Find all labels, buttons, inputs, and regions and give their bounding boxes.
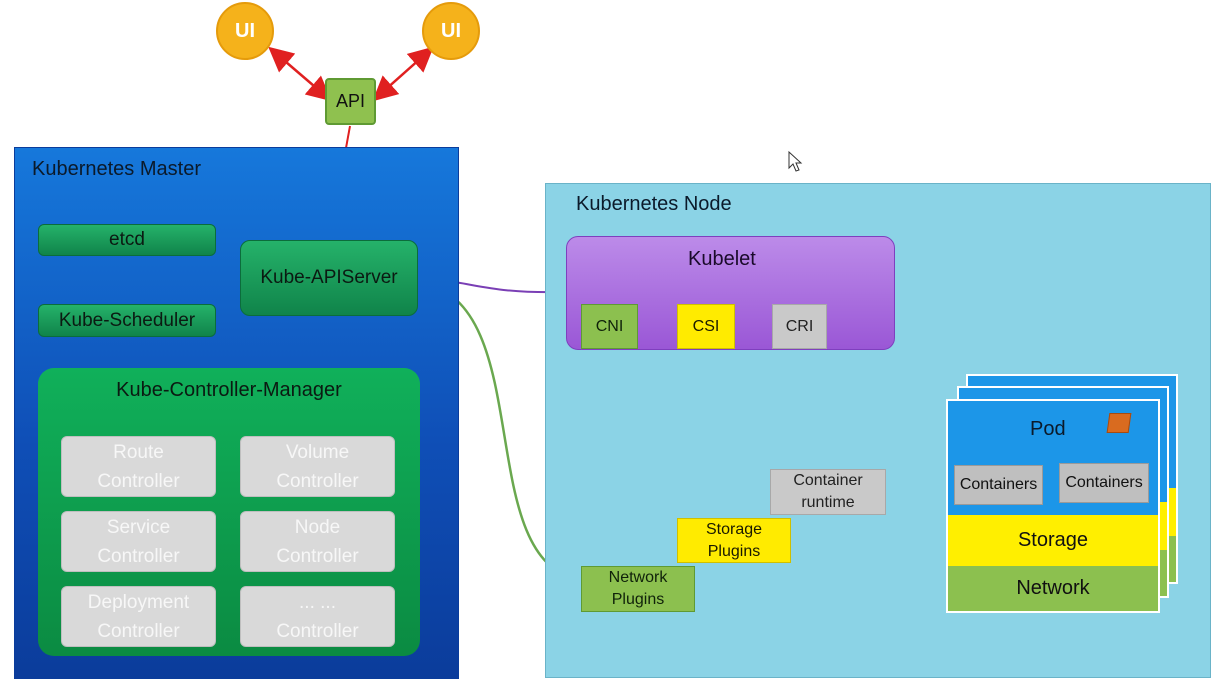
ui-node-right: UI: [422, 2, 480, 60]
containers-box-1: Containers: [954, 465, 1043, 505]
other-controller: ... ... Controller: [240, 586, 395, 647]
master-title: Kubernetes Master: [32, 158, 201, 180]
arrow-ui-left-api: [268, 46, 332, 102]
pod-label: Pod: [1030, 418, 1066, 440]
kube-apiserver-label: Kube-APIServer: [260, 267, 398, 288]
ui-right-label: UI: [441, 19, 461, 42]
ui-left-label: UI: [235, 19, 255, 42]
kube-apiserver-box: Kube-APIServer: [240, 240, 418, 316]
pod-network-layer: Network: [948, 566, 1158, 611]
csi-box: CSI: [677, 304, 735, 349]
node-controller: Node Controller: [240, 511, 395, 572]
api-label: API: [335, 91, 365, 111]
container-runtime-box: Container runtime: [770, 469, 886, 515]
arrow-ui-right-api: [372, 46, 434, 102]
volume-controller: Volume Controller: [240, 436, 395, 497]
etcd-box: etcd: [38, 224, 216, 256]
service-controller: Service Controller: [61, 511, 216, 572]
kcm-title: Kube-Controller-Manager: [116, 378, 342, 401]
cursor-icon: [788, 150, 803, 172]
kubelet-label: Kubelet: [688, 248, 756, 270]
kube-scheduler-box: Kube-Scheduler: [38, 304, 216, 337]
containers-box-2: Containers: [1059, 463, 1149, 503]
kube-scheduler-label: Kube-Scheduler: [58, 309, 196, 331]
storage-plugins-box: Storage Plugins: [677, 518, 791, 563]
route-controller: Route Controller: [61, 436, 216, 497]
network-plugins-box: Network Plugins: [581, 566, 695, 612]
pod-storage-layer: Storage: [948, 515, 1158, 566]
api-box: API: [325, 78, 376, 125]
cri-box: CRI: [772, 304, 827, 349]
cni-box: CNI: [581, 304, 638, 349]
ui-node-left: UI: [216, 2, 274, 60]
pod-cube-icon: [1106, 413, 1132, 433]
etcd-label: etcd: [109, 229, 145, 250]
deployment-controller: Deployment Controller: [61, 586, 216, 647]
node-title: Kubernetes Node: [576, 193, 732, 215]
